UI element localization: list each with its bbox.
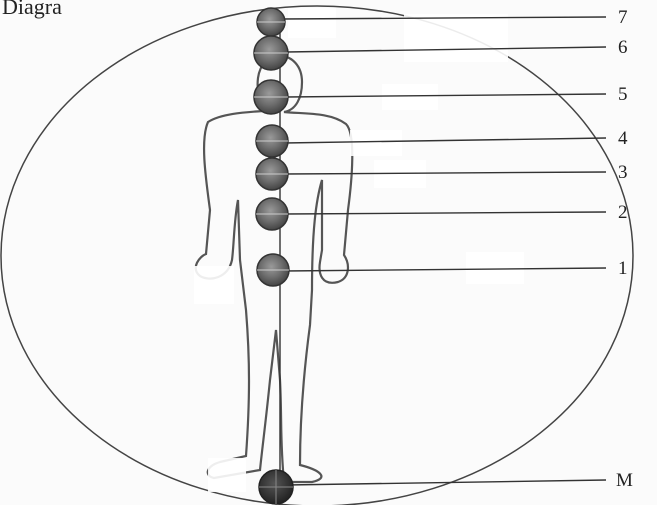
label-5: 5 bbox=[618, 84, 628, 105]
label-3: 3 bbox=[618, 162, 628, 183]
blank-patch bbox=[208, 458, 246, 492]
chakra-7 bbox=[257, 8, 285, 36]
blank-patch bbox=[382, 84, 438, 110]
leader-line-1 bbox=[284, 268, 606, 271]
blank-patch bbox=[194, 266, 234, 304]
chakra-3 bbox=[256, 158, 288, 190]
blank-patch bbox=[350, 130, 402, 156]
leader-line-2 bbox=[284, 212, 606, 214]
leader-line-5 bbox=[286, 94, 606, 97]
label-1: 1 bbox=[618, 258, 628, 279]
chakra-2 bbox=[256, 198, 288, 230]
chakra-1 bbox=[257, 254, 289, 286]
leader-line-3 bbox=[284, 172, 606, 174]
blank-patch bbox=[466, 252, 524, 284]
chakra-4 bbox=[256, 125, 288, 157]
label-m: M bbox=[616, 470, 633, 491]
label-2: 2 bbox=[618, 202, 628, 223]
aura-circle bbox=[1, 6, 633, 505]
blank-patch bbox=[288, 8, 336, 38]
blank-patch bbox=[404, 14, 508, 62]
chakra-6 bbox=[254, 36, 288, 70]
chakra-m bbox=[259, 470, 293, 504]
leader-line-4 bbox=[284, 138, 606, 143]
label-6: 6 bbox=[618, 37, 628, 58]
chakra-5 bbox=[254, 80, 288, 114]
label-4: 4 bbox=[618, 128, 628, 149]
label-7: 7 bbox=[618, 7, 628, 28]
